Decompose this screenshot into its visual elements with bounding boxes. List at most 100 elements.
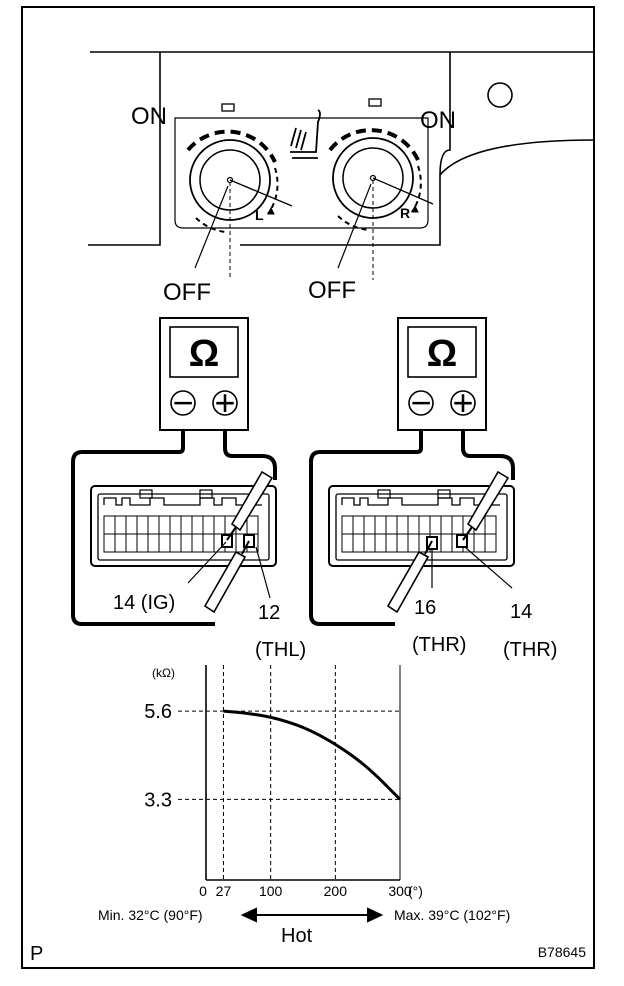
connector-cavity (125, 515, 138, 535)
left-off-label: OFF (163, 279, 211, 306)
connector-cavity (180, 515, 193, 535)
corner-left-label: P (30, 943, 43, 965)
left-probes (203, 470, 274, 614)
connector-cavity (180, 533, 193, 553)
diagram-frame (21, 6, 595, 969)
right-probes (386, 470, 510, 614)
left-heater-knob[interactable] (186, 129, 293, 280)
left-knob-label: L (255, 207, 264, 223)
left-positive-terminal-icon (212, 390, 238, 416)
chart-grid (178, 665, 401, 880)
connector-cavity (213, 515, 226, 535)
left-pin-b-name: (THL) (255, 639, 306, 661)
right-pin-b-number: 14 (510, 601, 532, 623)
chart-y-tick-label: 5.6 (144, 701, 172, 723)
connector-cavity (136, 533, 149, 553)
chart-x-tick-label: 27 (216, 883, 232, 899)
connector-cavity (341, 533, 354, 553)
right-on-label: ON (420, 107, 456, 134)
right-negative-sign: − (410, 382, 431, 423)
chart-y-axis-label: (kΩ) (152, 666, 175, 680)
connector-cavity (147, 533, 160, 553)
connector-cavity (103, 533, 116, 553)
left-negative-sign: − (172, 382, 193, 423)
right-test-leads (309, 430, 515, 626)
connector-cavity (202, 515, 215, 535)
min-temp-label: Min. 32°C (90°F) (98, 907, 203, 923)
connector-cavity (407, 515, 420, 535)
connector-cavity (352, 515, 365, 535)
right-positive-terminal-icon (450, 390, 476, 416)
left-ohmmeter (159, 317, 249, 431)
hot-range-arrow (240, 907, 384, 923)
connector-cavity (341, 515, 354, 535)
connector-cavity (484, 515, 497, 535)
connector-cavity (451, 515, 464, 535)
connector-cavity (440, 533, 453, 553)
connector-cavity (396, 533, 409, 553)
left-meter-symbol: Ω (189, 333, 219, 375)
connector-cavity (169, 515, 182, 535)
connector-cavity (114, 515, 127, 535)
left-test-leads (71, 430, 277, 626)
right-off-label: OFF (308, 277, 356, 304)
chart-x-tick-label: 200 (324, 883, 348, 899)
left-pin-b-number: 12 (258, 602, 280, 624)
connector-cavity (363, 515, 376, 535)
right-indicator-icon (368, 98, 382, 107)
connector-cavity (246, 515, 259, 535)
figure-code-label: B78645 (538, 944, 586, 960)
connector-cavity (429, 515, 442, 535)
connector-cavity (484, 533, 497, 553)
max-temp-label: Max. 39°C (102°F) (394, 907, 510, 923)
left-positive-sign: + (214, 382, 235, 423)
connector-cavity (103, 515, 116, 535)
connector-cavity (136, 515, 149, 535)
resistance-curve (223, 709, 402, 801)
right-pin-b-name: (THR) (503, 639, 557, 661)
right-pin-a-name: (THR) (412, 634, 466, 656)
right-meter-symbol: Ω (427, 333, 457, 375)
right-ohmmeter (397, 317, 487, 431)
resistance-temperature-chart: 5.6 3.3 0 27 100 200 300 (kΩ) (°) (144, 665, 423, 899)
chart-x-tick-label: 300 (388, 883, 412, 899)
right-negative-terminal-icon (408, 390, 434, 416)
connector-cavity (202, 533, 215, 553)
connector-cavity (352, 533, 365, 553)
connector-cavity (385, 515, 398, 535)
chart-x-tick-label: 0 (199, 883, 207, 899)
chart-y-tick-label: 3.3 (144, 789, 172, 811)
chart-x-unit-label: (°) (408, 883, 423, 899)
connector-cavity (418, 515, 431, 535)
left-pin-a-label: 14 (IG) (113, 592, 175, 614)
right-pin-a-number: 16 (414, 597, 436, 619)
connector-cavity (473, 533, 486, 553)
connector-cavity (158, 533, 171, 553)
chart-x-tick-label: 100 (259, 883, 283, 899)
connector-cavity (125, 533, 138, 553)
seat-heater-icon (290, 109, 321, 159)
left-on-label: ON (131, 103, 167, 130)
connector-cavity (374, 515, 387, 535)
connector-cavity (169, 533, 182, 553)
panel-screw-icon (487, 82, 513, 108)
right-heater-knob[interactable] (328, 128, 434, 280)
connector-cavity (191, 533, 204, 553)
right-connector (328, 485, 515, 567)
connector-cavity (191, 515, 204, 535)
connector-cavity (396, 515, 409, 535)
connector-cavity (374, 533, 387, 553)
seat-heater-switch-panel (88, 51, 595, 246)
left-indicator-icon (221, 103, 235, 112)
connector-cavity (363, 533, 376, 553)
connector-cavity (147, 515, 160, 535)
right-knob-label: R (400, 205, 410, 221)
connector-cavity (407, 533, 420, 553)
left-negative-terminal-icon (170, 390, 196, 416)
right-positive-sign: + (452, 382, 473, 423)
hot-label: Hot (281, 925, 313, 947)
connector-cavity (385, 533, 398, 553)
connector-cavity (440, 515, 453, 535)
connector-cavity (114, 533, 127, 553)
